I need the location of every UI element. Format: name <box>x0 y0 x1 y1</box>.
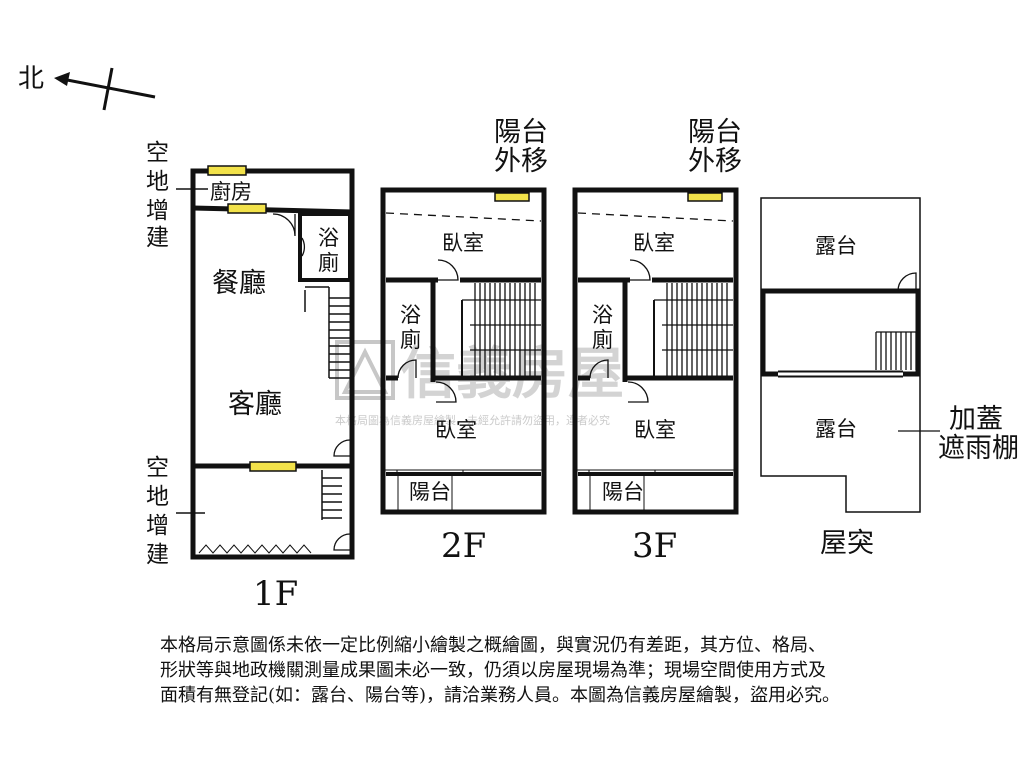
kitchen-label: 廚房 <box>210 180 252 204</box>
disclaimer-line: 面積有無登記(如：露台、陽台等)，請洽業務人員。本圖為信義房屋繪製，盜用必究。 <box>160 685 841 706</box>
annex-bottom-char-3: 增 <box>146 513 169 539</box>
window-icon <box>687 192 723 202</box>
compass: 北 <box>18 64 156 111</box>
bath-label-1: 浴 <box>318 226 339 250</box>
floor-3f-label: 3F <box>632 526 677 566</box>
annex-top-char-2: 地 <box>146 169 169 195</box>
living-label: 客廳 <box>228 389 282 420</box>
floor-1f-label: 1F <box>253 574 298 614</box>
floor-2f-label: 2F <box>441 526 486 566</box>
bath-label-1: 浴 <box>400 303 421 327</box>
bath-label-1: 浴 <box>592 303 613 327</box>
balcony-label: 陽台 <box>409 480 451 504</box>
bedroom-bottom-label: 臥室 <box>435 418 477 442</box>
watermark-note: 本格局圖為信義房屋繪製，未經允許請勿盜用，違者必究 <box>335 413 610 427</box>
annex-top-char-3: 增 <box>146 198 169 224</box>
dining-label: 餐廳 <box>212 268 266 299</box>
annex-bottom-char-4: 建 <box>146 542 169 568</box>
window-icon <box>227 203 267 214</box>
compass-crossbar <box>102 67 114 111</box>
disclaimer: 本格局示意圖係未依一定比例縮小繪製之概繪圖，與實況仍有差距，其方位、格局、 形狀… <box>160 633 980 708</box>
annex-bottom-char-1: 空 <box>146 455 169 481</box>
window-icon <box>249 461 297 472</box>
floor-2f: 陽台 外移 臥室 浴 廁 臥室 陽台 2F <box>380 117 548 566</box>
bath-label-2: 廁 <box>318 251 339 275</box>
north-label: 北 <box>18 64 44 94</box>
balcony-move-label-2: 外移 <box>688 146 742 177</box>
window-icon <box>207 165 247 176</box>
watermark-logo-mark <box>341 347 389 394</box>
watermark-brand: 信義房屋 <box>400 342 624 407</box>
terrace-bottom-label: 露台 <box>815 417 857 441</box>
floor-1f: 廚房 浴 廁 餐廳 客廳 空 地 增 建 空 地 增 建 1F <box>146 140 355 614</box>
annex-top-char-4: 建 <box>146 225 169 251</box>
watermark: 信義房屋 本格局圖為信義房屋繪製，未經允許請勿盜用，違者必究 <box>335 340 624 427</box>
balcony-move-label-2: 外移 <box>494 146 548 177</box>
bedroom-bottom-label: 臥室 <box>634 418 676 442</box>
bedroom-top-label: 臥室 <box>633 231 675 255</box>
annex-bottom-char-2: 地 <box>146 484 169 510</box>
bath-label-2: 廁 <box>400 328 421 352</box>
canopy-label-1: 加蓋 <box>949 404 1003 435</box>
balcony-move-label-1: 陽台 <box>494 117 548 148</box>
window-icon <box>494 192 530 202</box>
canopy-label-2: 遮雨棚 <box>938 433 1019 464</box>
bedroom-top-label: 臥室 <box>442 231 484 255</box>
terrace-top-label: 露台 <box>815 234 857 258</box>
annex-top-char-1: 空 <box>146 140 169 166</box>
balcony-move-label-1: 陽台 <box>688 117 742 148</box>
floor-roof: 露台 露台 加蓋 遮雨棚 屋突 <box>760 197 1019 559</box>
disclaimer-line: 本格局示意圖係未依一定比例縮小繪製之概繪圖，與實況仍有差距，其方位、格局、 <box>160 635 826 656</box>
disclaimer-line: 形狀等與地政機關測量成果圖未必一致，仍須以房屋現場為準；現場空間使用方式及 <box>160 660 826 681</box>
floor-roof-label: 屋突 <box>820 528 874 559</box>
balcony-label: 陽台 <box>602 480 644 504</box>
arrow-head-icon <box>54 72 70 86</box>
floor-3f: 陽台 外移 臥室 浴 廁 臥室 陽台 3F <box>572 117 742 566</box>
bath-label-2: 廁 <box>592 328 613 352</box>
